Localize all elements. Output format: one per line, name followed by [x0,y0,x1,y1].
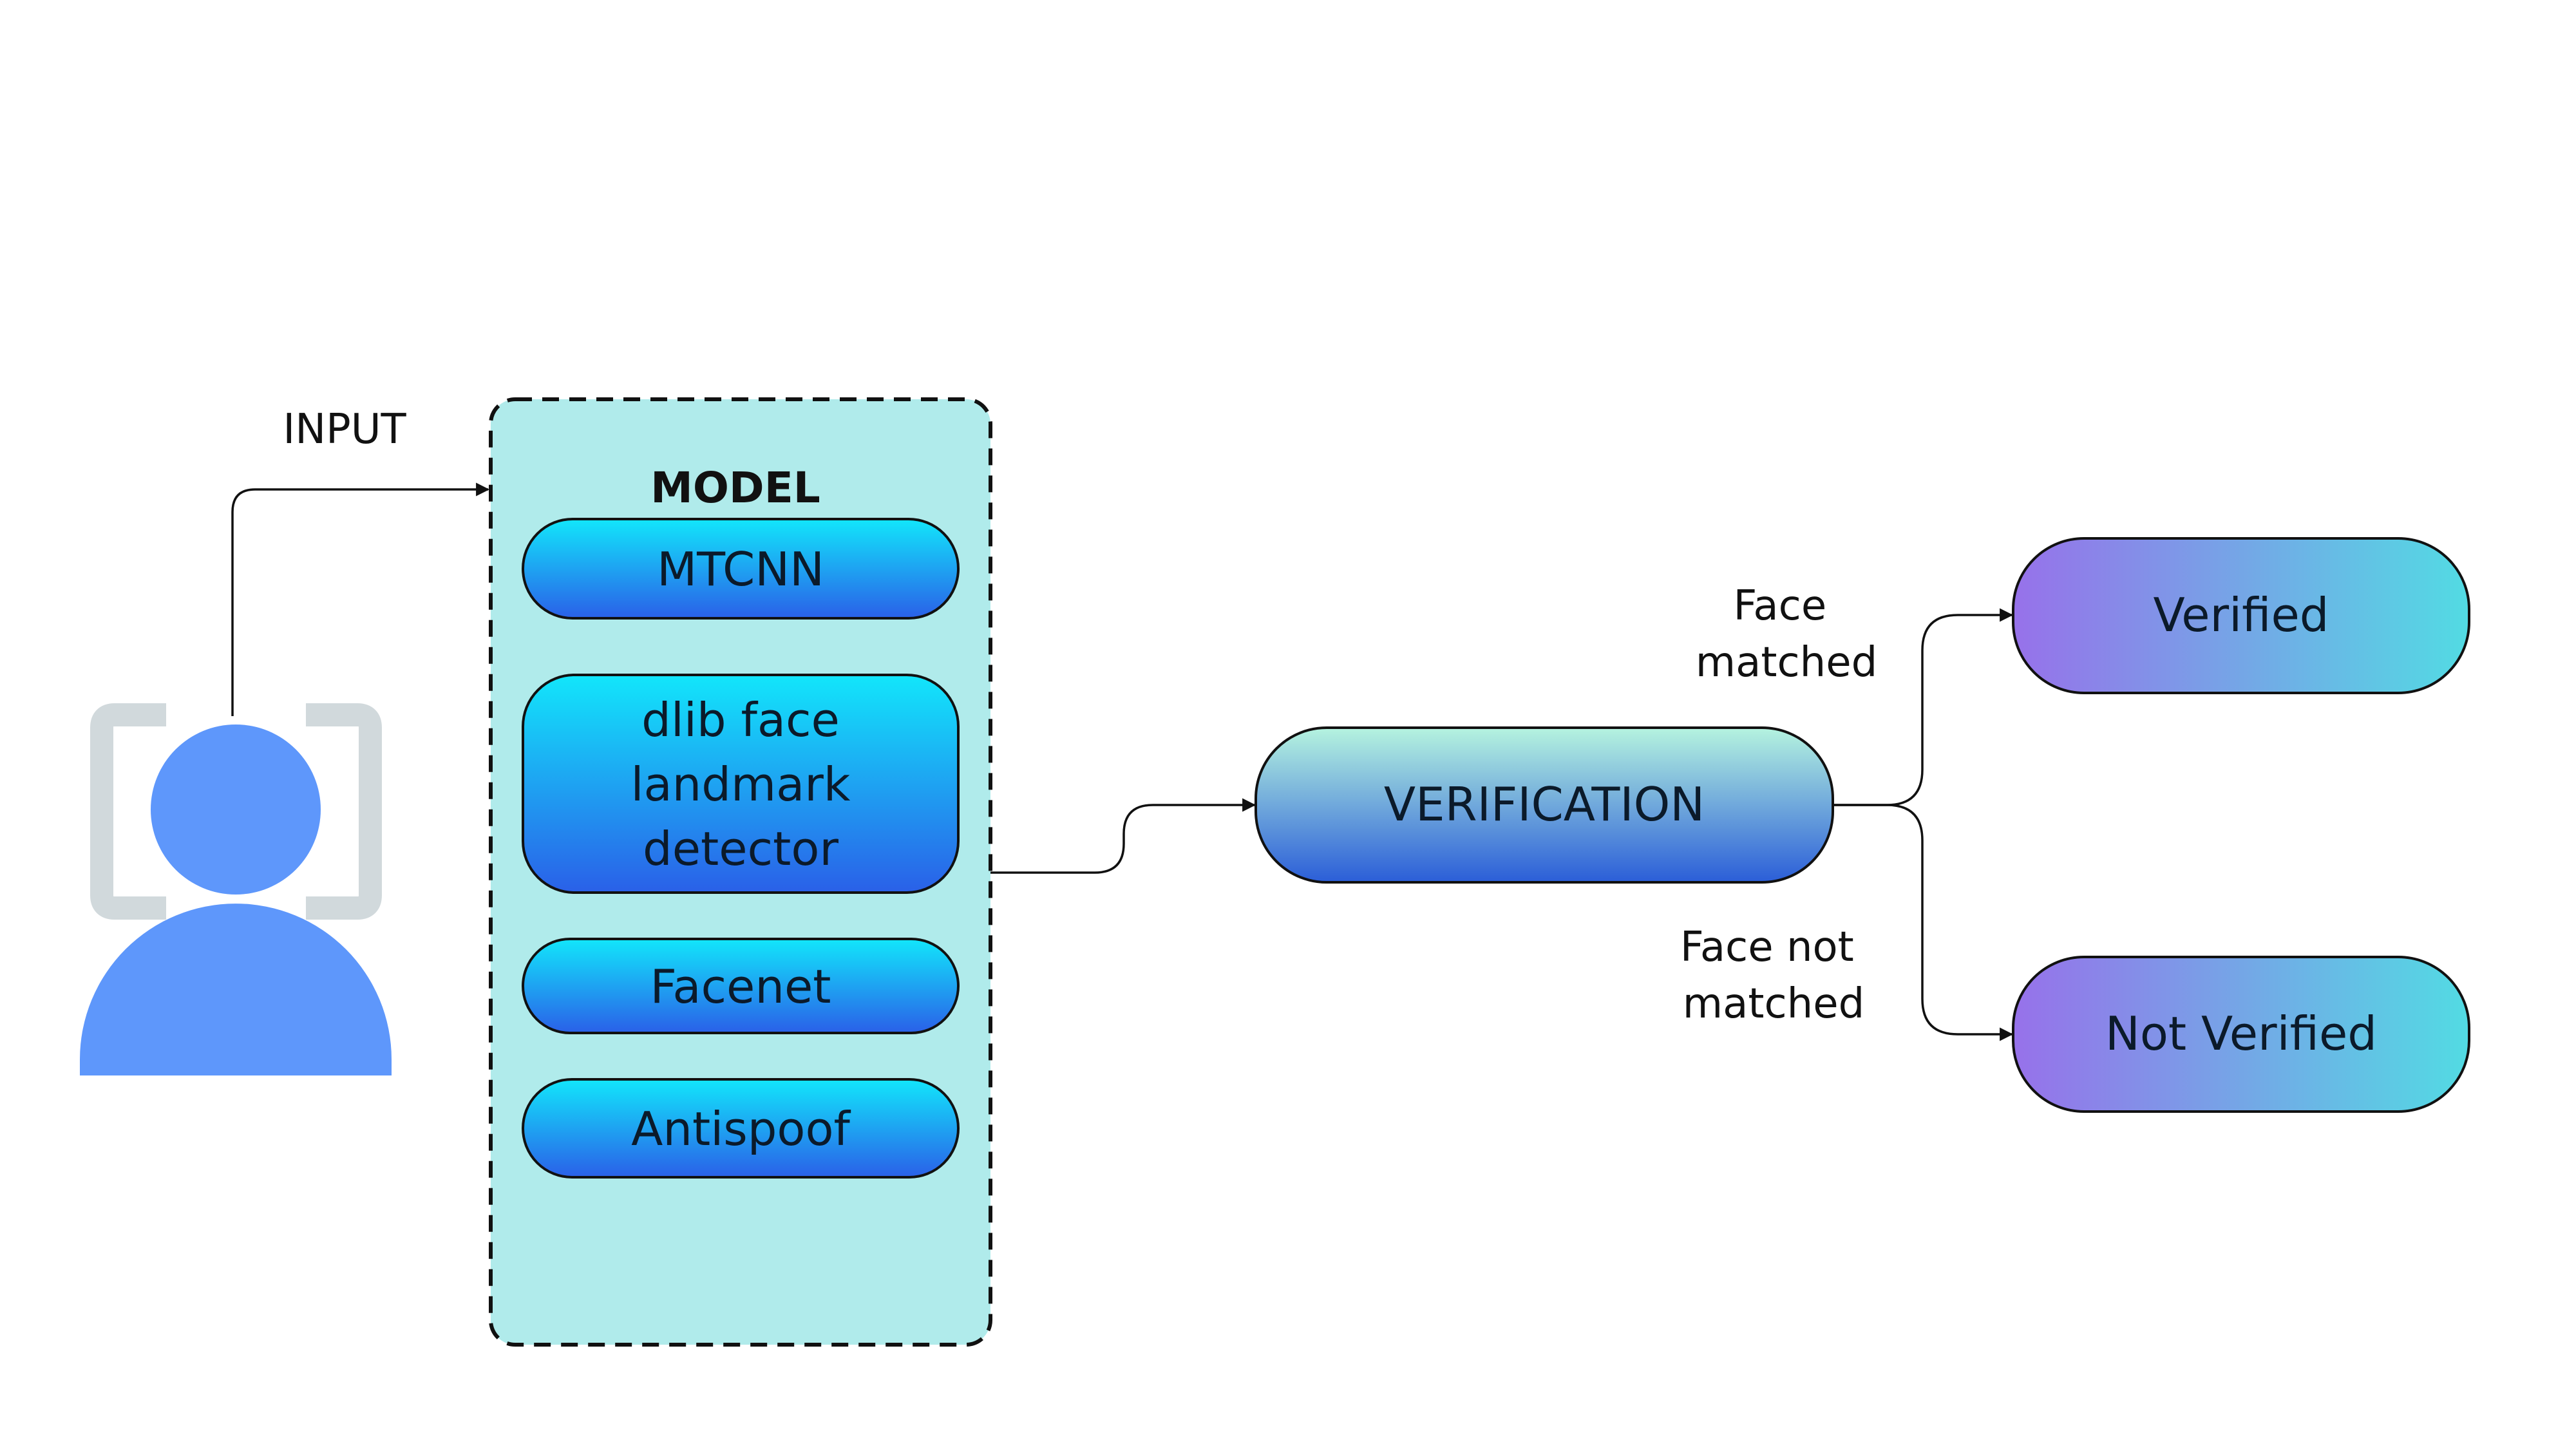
not-matched-edge-label-line-2: matched [1683,980,1864,1028]
model-components: MTCNN dlib face landmark detectorFacenetAnt… [522,518,960,1179]
model-component-label-line: Antispoof [631,1102,851,1156]
model-title: MODEL [650,463,820,513]
face-scan-user-icon [80,703,392,1075]
model-component-antispoof: Antispoof [522,1078,960,1179]
model-component-facenet: Facenet [522,938,960,1034]
model-component-label-line: Facenet [650,960,831,1014]
verification-label: VERIFICATION [1384,777,1705,831]
model-component-label-line: landmark [630,757,850,811]
not-verified-label: Not Verified [2105,1007,2377,1061]
model-component-box [522,674,960,894]
input-label: INPUT [283,406,406,453]
model-component-label: Antispoof [631,1102,851,1156]
verified-label: Verified [2154,588,2329,642]
model-component-mtcnn: MTCNN [522,518,960,620]
model-component-box [522,938,960,1034]
scan-frame-icon [90,703,382,920]
model-component-box [522,1078,960,1179]
not-matched-edge-label: Face not matched [1680,923,1867,1028]
matched-edge-label: Face matched [1696,582,1877,687]
model-component-label-line: dlib face [641,693,840,747]
not-matched-connector [1833,804,2014,1041]
model-component-box [522,518,960,620]
input-connector [231,482,490,716]
model-component-label-line: detector [643,822,838,876]
model-component-label: Facenet [650,960,831,1014]
matched-edge-label-line-1: Face [1733,582,1826,630]
model-component-label-line: MTCNN [657,542,824,596]
user-body-icon [80,904,392,1075]
not-matched-edge-label-line-1: Face not [1680,923,1854,971]
user-head-icon [151,724,321,895]
model-to-verification-connector [990,798,1256,874]
model-component-dlib-landmark-detector: dlib face landmark detector [522,674,960,894]
model-component-label: dlib face landmark detector [630,693,850,876]
matched-edge-label-line-2: matched [1696,639,1877,687]
model-component-label: MTCNN [657,542,824,596]
matched-connector [1833,608,2014,806]
not-verified-node [2012,956,2470,1113]
verified-node [2012,537,2470,694]
